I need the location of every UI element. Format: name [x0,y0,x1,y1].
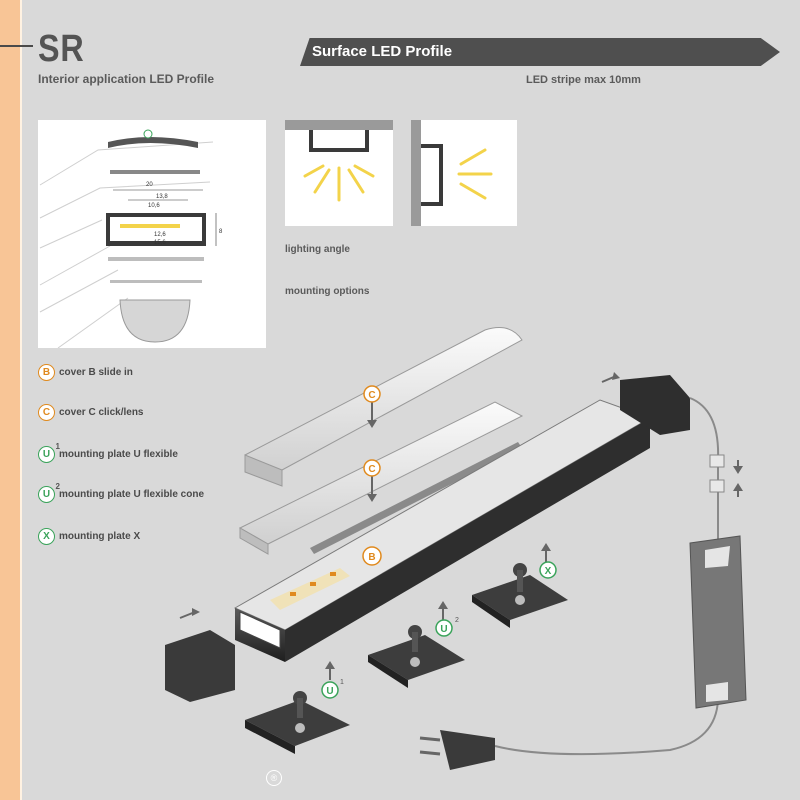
badge-b-icon: B [38,364,55,381]
legend-label: mounting plate U flexible [59,449,178,460]
label-c-top: C [368,390,375,401]
legend-label: cover C click/lens [59,407,144,418]
mounting-plate-u1: U 1 [245,661,350,754]
header-rule [0,45,33,47]
label-u1: U [326,686,333,697]
power-supply [689,535,747,709]
led-stripe-note: LED stripe max 10mm [526,74,641,86]
caption-lighting-angle: lighting angle [285,244,350,255]
legend-item-cover-b: B cover B slide in [38,364,133,381]
banner-title: Surface LED Profile [312,43,453,60]
badge-c-icon: C [38,404,55,421]
label-u2-sup: 2 [455,617,459,624]
lens-cover-c [244,327,523,474]
lighting-angle-thumbnail [285,120,393,226]
dim-c2: 15,6 [154,240,166,246]
page-subtitle: Interior application LED Profile [38,72,215,86]
caption-mounting-options: mounting options [285,286,370,297]
cover-b-strip [310,442,522,554]
mounting-plate-u2: U 2 [368,601,465,688]
legend-label: cover B slide in [59,367,133,378]
exploded-product-view: C C B [150,300,790,780]
dim-height: 8 [219,229,223,235]
cross-section-drawing: 20 13,8 10,6 8 12,6 15,6 [39,129,223,349]
registered-mark: ® [266,770,282,786]
label-b: B [368,552,375,563]
wire-connector [620,375,690,435]
label-u2: U [440,624,447,635]
lighting-angle-icon [285,120,393,202]
mounting-plate-x: X [472,543,568,628]
component-legend: B cover B slide in C cover C click/lens … [38,362,278,562]
cross-section-diagram: 20 13,8 10,6 8 12,6 15,6 [38,120,266,349]
mounting-options-icon [411,120,493,226]
end-cap [165,630,235,702]
label-x: X [545,566,552,577]
left-accent-strip [0,0,22,800]
dim-u: 13,8 [156,194,168,200]
power-plug [440,730,495,770]
label-c-mid: C [368,464,375,475]
label-u1-sup: 1 [340,679,344,686]
brand-title: SR [38,28,85,70]
title-banner: Surface LED Profile [300,38,780,66]
legend-label: mounting plate X [59,531,141,542]
dim-top: 20 [146,182,153,188]
legend-item-cover-c: C cover C click/lens [38,404,144,421]
mounting-options-thumbnail [411,120,517,226]
dim-c1: 12,6 [154,232,166,238]
legend-label: mounting plate U flexible cone [59,489,205,500]
exploded-illustration: C C B [165,327,747,770]
legend-item-plate-x: X mounting plate X [38,528,140,545]
badge-x-icon: X [38,528,55,545]
dim-inner: 10,6 [148,203,160,209]
